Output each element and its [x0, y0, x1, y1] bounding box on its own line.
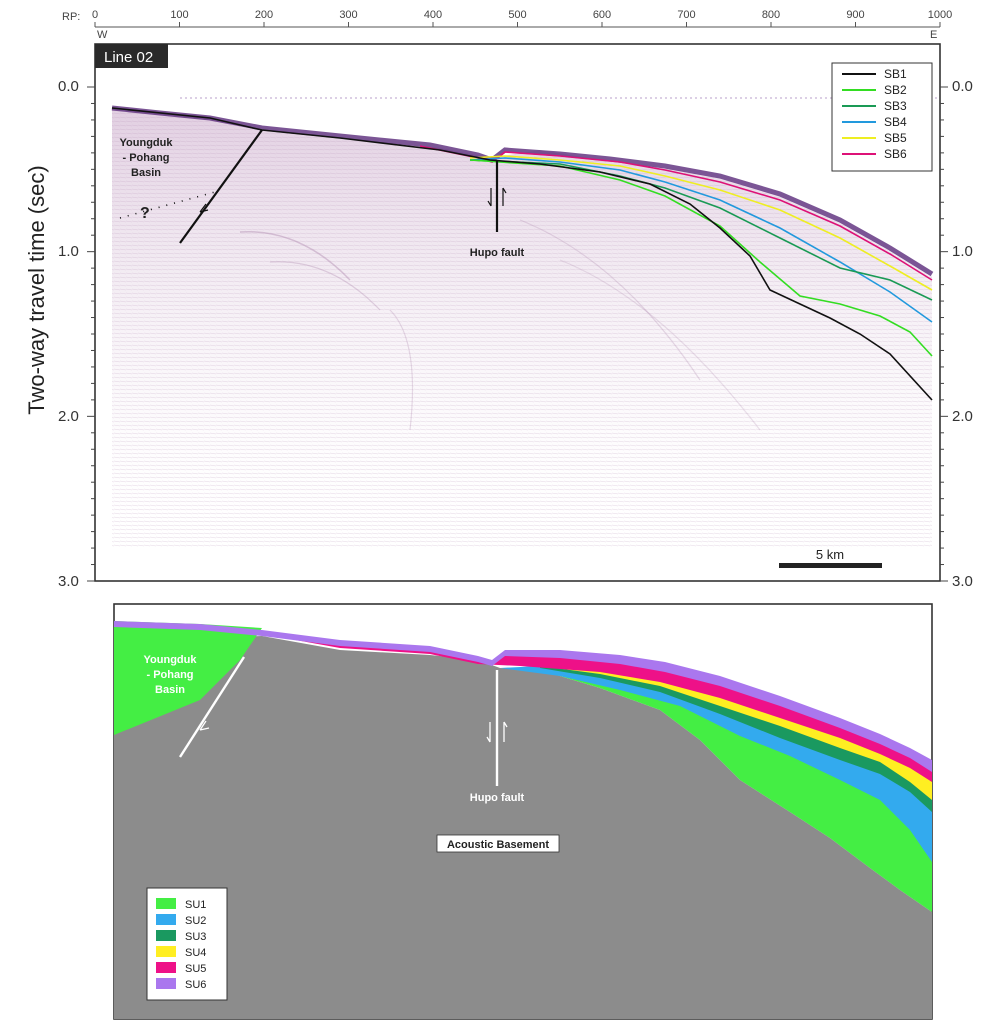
fault-motion-arrow	[199, 203, 209, 213]
basin-label-line-2: - Pohang	[122, 152, 169, 164]
hupo-fault-annotation: Hupo fault	[470, 160, 525, 259]
rp-tick-label: 0	[92, 9, 98, 21]
interpretation-panel: Youngduk - Pohang Basin Hupo fault Acous…	[113, 603, 933, 1020]
su-legend-swatch-3	[156, 930, 176, 941]
su-legend-swatch-2	[156, 914, 176, 925]
sb-legend-label-2: SB2	[884, 83, 907, 97]
rp-tick-label: 300	[339, 9, 357, 21]
sequence-boundaries	[111, 105, 934, 401]
su6-area	[114, 621, 932, 772]
line-tag-text: Line 02	[104, 49, 153, 66]
lower-basin-annotation: Youngduk - Pohang Basin	[144, 654, 246, 758]
su-legend-label-5: SU5	[185, 963, 206, 975]
su2-area	[500, 666, 932, 862]
su-legend-label-6: SU6	[185, 979, 206, 991]
left-y-tick-3: 3.0	[58, 573, 79, 590]
scale-bar-rect	[779, 563, 882, 568]
lower-fault-motion-arrow	[199, 720, 210, 731]
rp-tick-label: 900	[846, 9, 864, 21]
sb-legend-label-4: SB4	[884, 115, 907, 129]
su-legend-swatch-5	[156, 962, 176, 973]
question-mark: ?	[140, 205, 150, 222]
sb2-line	[469, 159, 933, 357]
rp-tick-label: 600	[593, 9, 611, 21]
west-label: W	[97, 29, 108, 41]
sb-legend-label-3: SB3	[884, 99, 907, 113]
sb-legend-label-5: SB5	[884, 131, 907, 145]
right-y-tick-3: 3.0	[952, 573, 973, 590]
lower-hupo-motion-arrows	[486, 721, 508, 743]
seismic-panel: Two-way travel time (sec)	[24, 43, 973, 590]
scale-bar-label: 5 km	[816, 547, 844, 562]
rp-tick-label: 1000	[928, 9, 952, 21]
lower-basin-fault-line	[178, 656, 246, 758]
left-y-tick-1: 1.0	[58, 243, 79, 260]
left-y-axis: 0.0 1.0 2.0 3.0	[58, 78, 95, 590]
right-y-tick-1: 1.0	[952, 243, 973, 260]
rp-tick-label: 200	[255, 9, 273, 21]
su5-area	[262, 634, 932, 782]
y-axis-title: Two-way travel time (sec)	[24, 165, 49, 414]
su-legend-label-4: SU4	[185, 947, 206, 959]
sb-legend-label-1: SB1	[884, 67, 907, 81]
basin-annotation: Youngduk - Pohang Basin ?	[119, 129, 263, 244]
basin-fault-line	[179, 129, 263, 244]
left-y-tick-2: 2.0	[58, 408, 79, 425]
line-tag: Line 02	[95, 44, 168, 68]
basement-label-box: Acoustic Basement	[436, 834, 560, 853]
right-y-tick-2: 2.0	[952, 408, 973, 425]
basin-label-line-3: Basin	[131, 167, 161, 179]
su1-area	[114, 621, 932, 912]
hupo-fault-label: Hupo fault	[470, 247, 525, 259]
sb3-line	[469, 159, 933, 301]
right-y-axis: 0.0 1.0 2.0 3.0	[940, 78, 973, 590]
su-legend-swatch-4	[156, 946, 176, 957]
rp-tick-label: 800	[762, 9, 780, 21]
left-y-tick-0: 0.0	[58, 78, 79, 95]
su-legend-swatch-6	[156, 978, 176, 989]
sb5-line	[469, 155, 933, 291]
lower-hupo-annotation: Hupo fault	[470, 670, 525, 804]
rp-tick-label: 400	[424, 9, 442, 21]
acoustic-basement-label: Acoustic Basement	[447, 839, 549, 851]
sb-legend-label-6: SB6	[884, 147, 907, 161]
dotted-horizon	[119, 191, 216, 219]
rp-ticks: 0 100 200 300 400 500 600 700 800 900 1000	[92, 9, 952, 27]
rp-axis: RP: 0 100 200 300 400 500 600 700 800 900 1000 W E	[62, 9, 952, 41]
seismic-texture	[112, 97, 940, 548]
sb1-line	[111, 107, 933, 401]
sb4-line	[469, 157, 933, 323]
right-y-tick-0: 0.0	[952, 78, 973, 95]
scale-bar: 5 km	[779, 547, 882, 568]
rp-axis-label: RP:	[62, 11, 80, 23]
su-legend-label-3: SU3	[185, 931, 206, 943]
rp-tick-label: 700	[677, 9, 695, 21]
su-legend-swatch-1	[156, 898, 176, 909]
seafloor-reflector	[111, 105, 934, 277]
acoustic-basement-area	[114, 636, 932, 1019]
east-label: E	[930, 29, 937, 41]
lower-basin-label-line-2: - Pohang	[146, 669, 193, 681]
basin-label-line-1: Youngduk	[120, 137, 174, 149]
rp-tick-label: 100	[170, 9, 188, 21]
rp-tick-label: 500	[508, 9, 526, 21]
su-legend-label-2: SU2	[185, 915, 206, 927]
su-legend-label-1: SU1	[185, 899, 206, 911]
lower-basin-label-line-3: Basin	[155, 684, 185, 696]
right-y-minor-ticks	[940, 86, 948, 582]
lower-hupo-fault-label: Hupo fault	[470, 792, 525, 804]
left-y-minor-ticks	[87, 86, 95, 582]
lower-basin-label-line-1: Youngduk	[144, 654, 198, 666]
hupo-motion-arrows	[487, 187, 507, 207]
